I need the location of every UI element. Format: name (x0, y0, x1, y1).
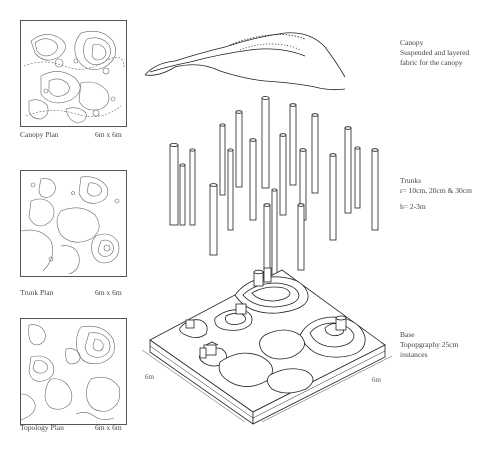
base-desc-1: Topopgraphy 25cm (400, 340, 459, 349)
topology-plan-drawing (20, 318, 127, 425)
trunks-desc-2: h= 2-3m (400, 202, 426, 211)
canopy-label: Canopy Suspended and layered fabric for … (400, 38, 469, 68)
topology-plan-size: 6m x 6m (95, 423, 122, 432)
trunks-label: Trunks r= 10cm, 20cm & 30cm h= 2-3m (400, 176, 472, 212)
trunk-plan-size: 6m x 6m (95, 288, 122, 297)
topology-plan-caption: Topology Plan (20, 423, 64, 432)
canopy-plan-caption: Canopy Plan (20, 130, 59, 139)
canopy-desc-1: Suspended and layered (400, 48, 470, 57)
trunk-plan-caption: Trunk Plan (20, 288, 54, 297)
base-label: Base Topopgraphy 25cm instances (400, 330, 458, 360)
trunk-plan-drawing (20, 170, 127, 277)
trunks-desc-1: r= 10cm, 20cm & 30cm (400, 186, 472, 195)
dimension-right: 6m (372, 376, 381, 384)
base-desc-2: instances (400, 350, 428, 359)
topography-base (149, 267, 386, 425)
canopy-title: Canopy (400, 38, 424, 47)
trunks (169, 96, 379, 286)
canopy-plan-size: 6m x 6m (95, 130, 122, 139)
base-title: Base (400, 330, 415, 339)
canopy-fabric (144, 32, 346, 91)
trunks-title: Trunks (400, 176, 421, 185)
canopy-plan-drawing (20, 20, 127, 127)
canopy-desc-2: fabric for the canopy (400, 58, 463, 67)
dimension-left: 6m (145, 373, 154, 381)
